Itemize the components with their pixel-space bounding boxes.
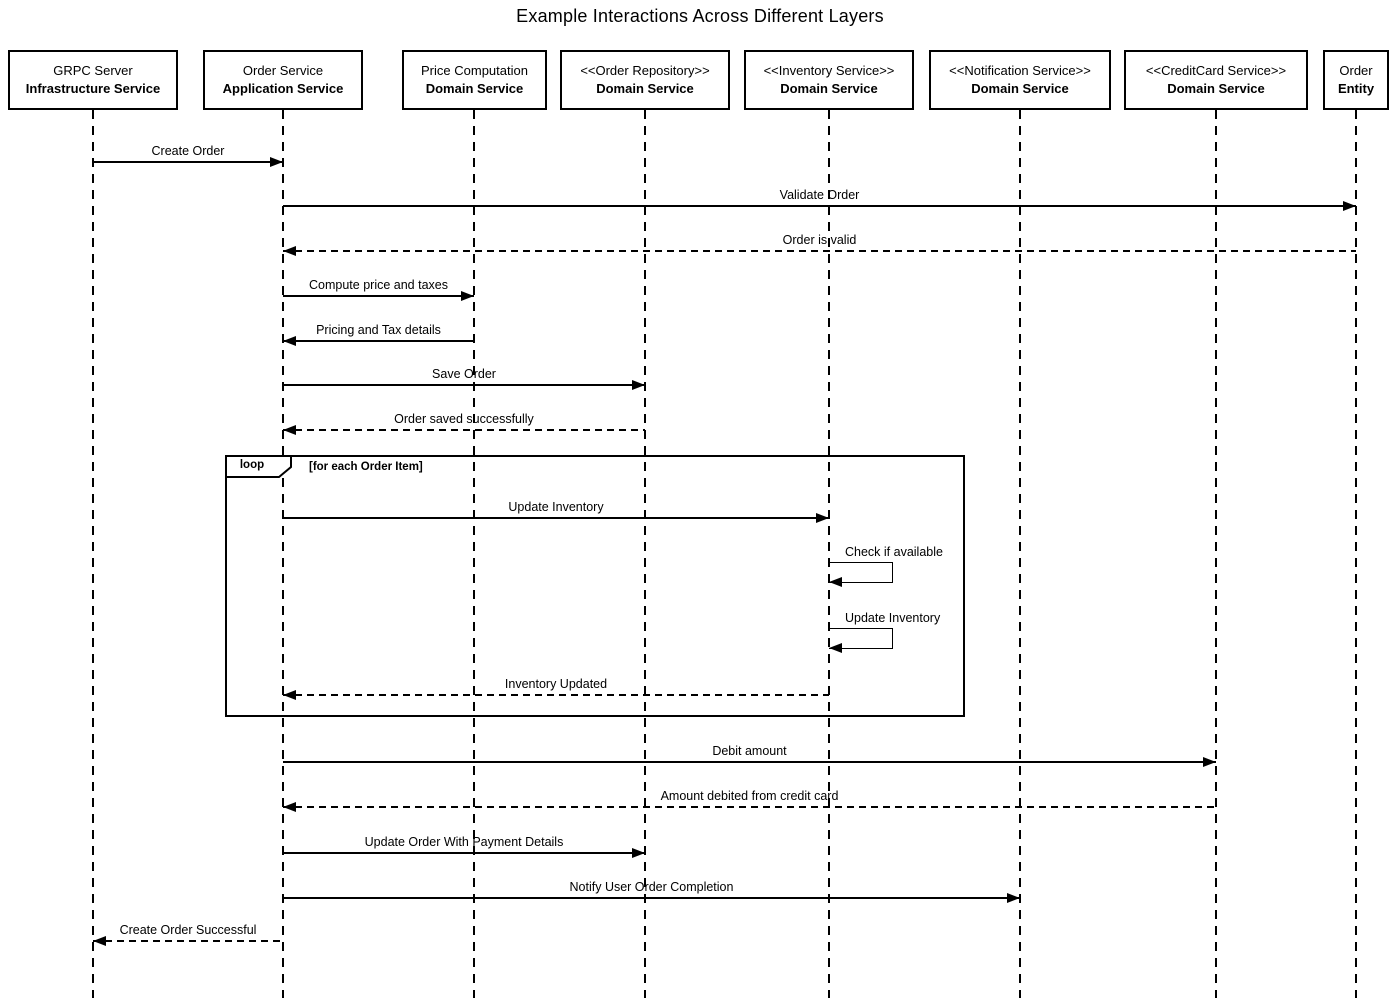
participant-order-service: Order Service Application Service xyxy=(203,50,363,110)
arrowhead xyxy=(632,848,645,859)
participant-stereotype: Domain Service xyxy=(1167,81,1265,96)
arrowhead xyxy=(283,246,296,257)
participant-stereotype: Application Service xyxy=(222,81,344,96)
message-order-saved-successfully: Order saved successfully xyxy=(283,411,645,436)
message-label: Amount debited from credit card xyxy=(660,789,839,803)
participant-stereotype: Domain Service xyxy=(425,81,524,96)
participant-creditcard-service: <<CreditCard Service>> Domain Service xyxy=(1124,50,1308,110)
message-label: Compute price and taxes xyxy=(309,278,448,292)
participant-order-entity: Order Entity xyxy=(1323,50,1389,110)
participant-price-computation: Price Computation Domain Service xyxy=(402,50,547,110)
participant-stereotype: Domain Service xyxy=(971,81,1069,96)
message-update-order-with-payment-details: Update Order With Payment Details xyxy=(283,834,645,859)
arrowhead xyxy=(283,336,296,347)
loop-operator-pentagon xyxy=(225,455,292,478)
arrowhead xyxy=(283,802,296,813)
lifeline-price-computation xyxy=(473,110,475,998)
participant-name: <<CreditCard Service>> xyxy=(1145,62,1287,78)
message-notify-user-order-completion: Notify User Order Completion xyxy=(283,879,1020,904)
loop-fragment: loop [for each Order Item] xyxy=(225,455,965,717)
loop-operator-label: loop xyxy=(239,459,265,471)
diagram-title: Example Interactions Across Different La… xyxy=(516,6,884,26)
arrowhead xyxy=(93,936,106,947)
message-label: Create Order Successful xyxy=(119,923,257,937)
arrowhead xyxy=(283,690,296,701)
message-validate-order: Validate Order xyxy=(283,187,1356,212)
arrowhead xyxy=(632,380,645,391)
message-label: Order saved successfully xyxy=(394,412,534,426)
lifeline-notification-service xyxy=(1019,110,1021,998)
message-debit-amount: Debit amount xyxy=(283,743,1216,768)
participant-name: GRPC Server xyxy=(53,62,133,78)
message-label: Debit amount xyxy=(712,744,787,758)
arrowhead xyxy=(1343,201,1356,212)
participant-name: Order Service xyxy=(242,62,324,78)
participant-name: <<Order Repository>> xyxy=(580,62,710,78)
self-message-update-inventory xyxy=(829,628,893,653)
participant-notification-service: <<Notification Service>> Domain Service xyxy=(929,50,1111,110)
participant-grpc-server: GRPC Server Infrastructure Service xyxy=(8,50,178,110)
message-update-inventory: Update Inventory xyxy=(283,499,829,524)
message-amount-debited-from-credit-card: Amount debited from credit card xyxy=(283,788,1216,813)
participant-stereotype: Entity xyxy=(1337,81,1375,96)
message-order-is-valid: Order is valid xyxy=(283,232,1356,257)
self-message-update-inventory-label: Update Inventory xyxy=(845,611,941,625)
participant-stereotype: Infrastructure Service xyxy=(25,81,161,96)
participant-order-repository: <<Order Repository>> Domain Service xyxy=(560,50,730,110)
lifeline-grpc-server xyxy=(92,110,94,998)
lifeline-creditcard-service xyxy=(1215,110,1217,998)
message-label: Update Order With Payment Details xyxy=(364,835,564,849)
message-label: Order is valid xyxy=(782,233,857,247)
message-inventory-updated: Inventory Updated xyxy=(283,676,829,701)
loop-guard-label: [for each Order Item] xyxy=(309,461,423,473)
arrowhead xyxy=(461,291,474,302)
participant-name: Order xyxy=(1339,62,1373,78)
self-message-check-if-available-label: Check if available xyxy=(845,545,943,559)
participant-name: <<Notification Service>> xyxy=(949,62,1091,78)
arrowhead xyxy=(816,513,829,524)
self-message-check-if-available xyxy=(829,562,893,587)
participant-inventory-service: <<Inventory Service>> Domain Service xyxy=(744,50,914,110)
lifeline-order-service xyxy=(282,110,284,998)
message-pricing-and-tax-details: Pricing and Tax details xyxy=(283,322,474,347)
message-label: Create Order xyxy=(151,144,225,158)
message-save-order: Save Order xyxy=(283,366,645,391)
lifeline-order-repository xyxy=(644,110,646,998)
participant-stereotype: Domain Service xyxy=(596,81,694,96)
participant-name: <<Inventory Service>> xyxy=(763,62,895,78)
message-label: Update Inventory xyxy=(508,500,604,514)
participant-name: Price Computation xyxy=(421,62,528,78)
arrowhead xyxy=(283,425,296,436)
message-label: Inventory Updated xyxy=(504,677,608,691)
participant-stereotype: Domain Service xyxy=(780,81,878,96)
arrowhead xyxy=(1007,893,1020,904)
message-compute-price-and-taxes: Compute price and taxes xyxy=(283,277,474,302)
arrowhead xyxy=(829,576,842,587)
message-create-order-successful: Create Order Successful xyxy=(93,922,283,947)
arrowhead xyxy=(829,642,842,653)
arrowhead xyxy=(270,157,283,168)
message-label: Validate Order xyxy=(779,188,860,202)
arrowhead xyxy=(1203,757,1216,768)
message-label: Notify User Order Completion xyxy=(569,880,734,894)
lifeline-order-entity xyxy=(1355,110,1357,998)
message-create-order: Create Order xyxy=(93,143,283,168)
lifeline-inventory-service xyxy=(828,110,830,998)
message-label: Save Order xyxy=(432,367,496,381)
message-label: Pricing and Tax details xyxy=(316,323,441,337)
